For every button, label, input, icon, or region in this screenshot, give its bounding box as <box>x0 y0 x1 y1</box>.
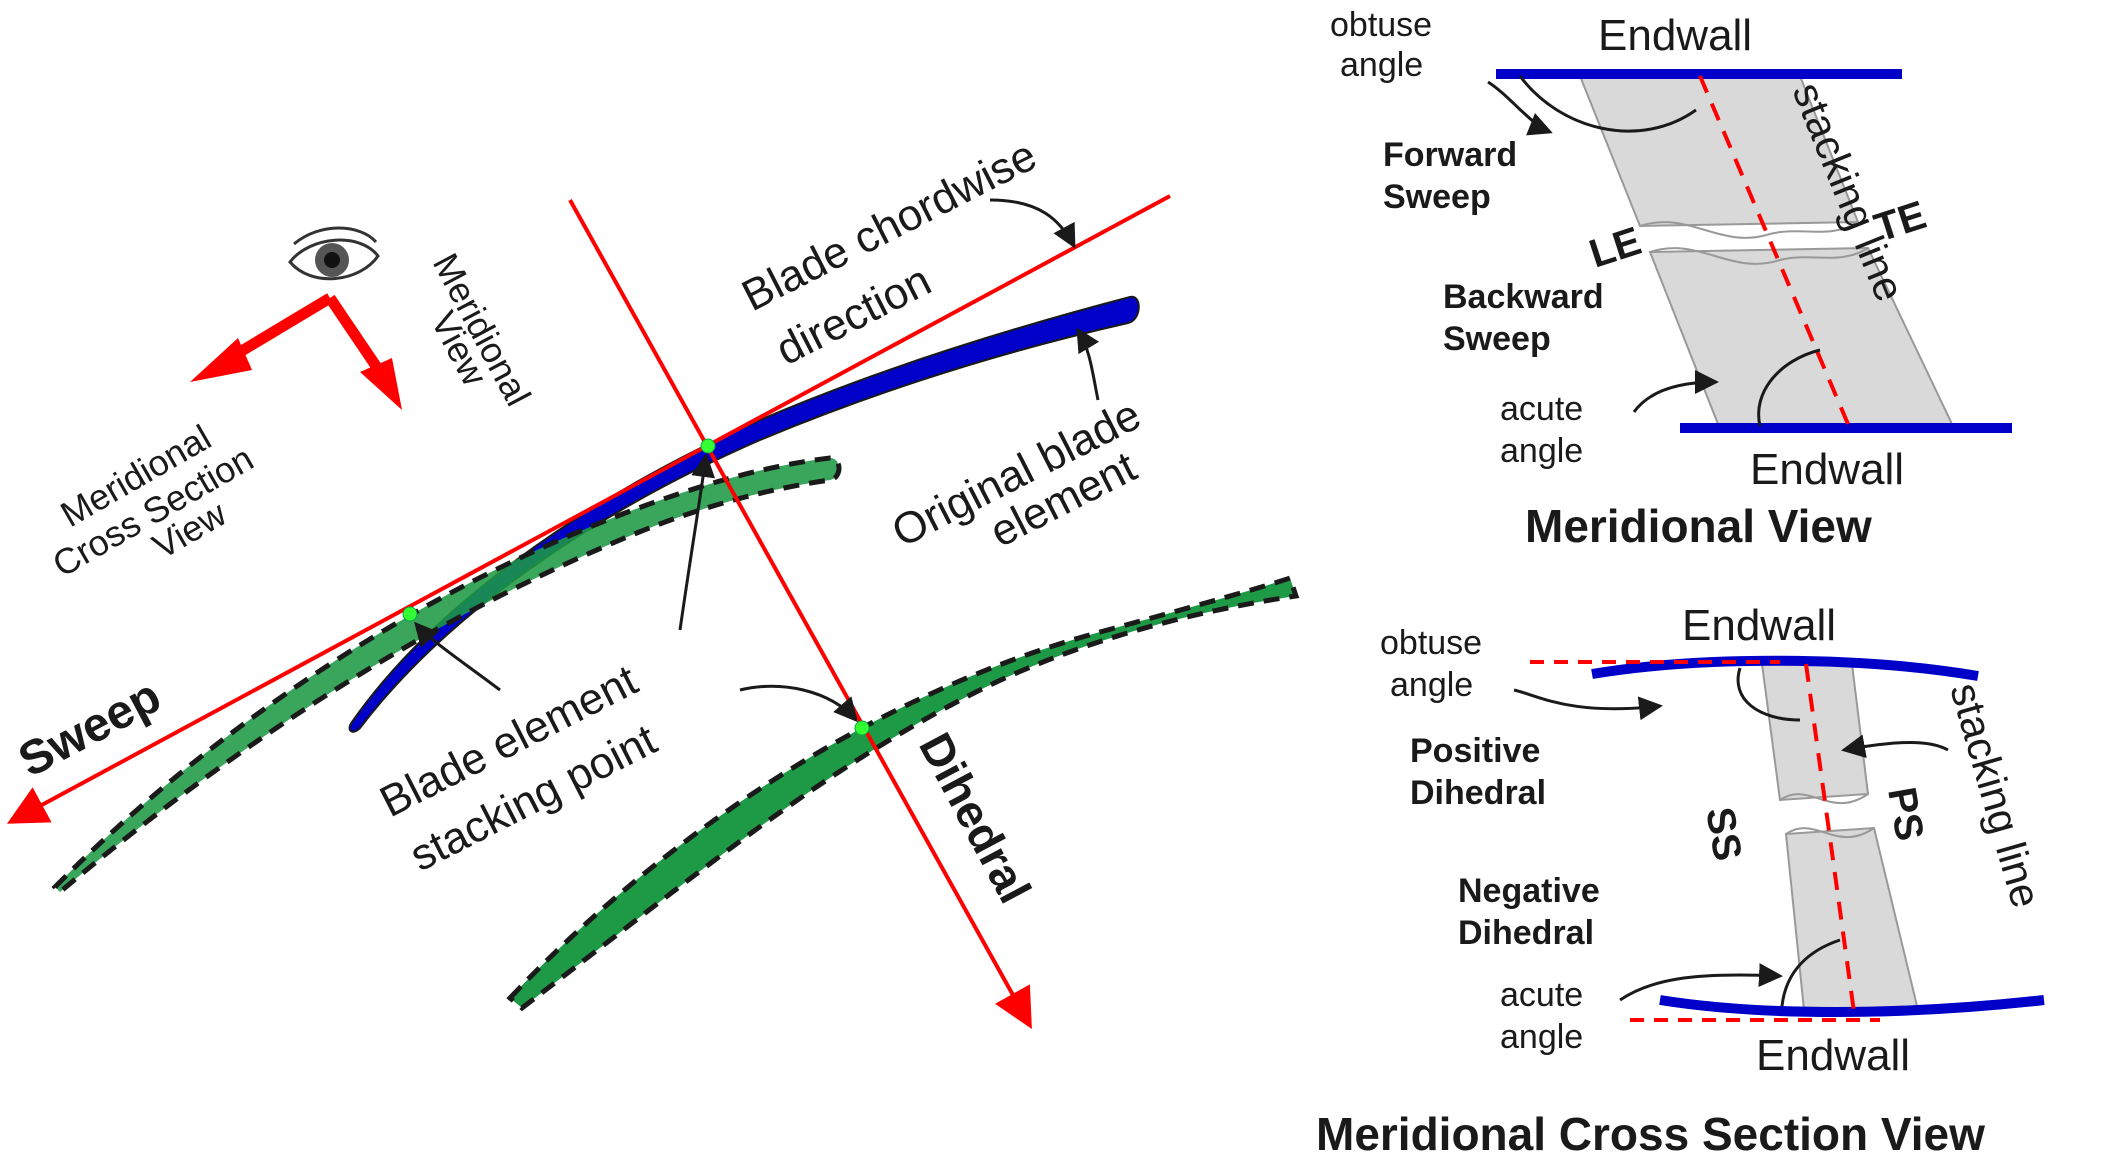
cs-obtuse-arc <box>1736 667 1801 722</box>
cs-pointer-stacking <box>1841 734 1949 759</box>
stacking-point-original <box>700 438 716 454</box>
positive-dihedral-label-1: Positive <box>1410 732 1540 770</box>
stacking-point-sweep <box>402 606 418 622</box>
cs-pointer-acute <box>1619 963 1783 1002</box>
pointer-stacking-3 <box>739 684 858 723</box>
dihedral-label: Dihedral <box>909 724 1041 911</box>
cross-section-view-title: Meridional Cross Section View <box>1316 1108 1985 1160</box>
meridional-view-panel: Endwall Endwall Meridional View obtuse a… <box>1330 6 2012 552</box>
ss-label: SS <box>1697 804 1750 864</box>
forward-sweep-label-1: Forward <box>1383 136 1517 174</box>
positive-dihedral-label-2: Dihedral <box>1410 774 1546 812</box>
cs-endwall-top-line <box>1591 655 1979 681</box>
cs-obtuse-label-2: angle <box>1390 666 1473 704</box>
obtuse-arc <box>1518 75 1697 133</box>
pointer-obtuse <box>1487 80 1553 136</box>
meridional-view-title: Meridional View <box>1525 500 1872 552</box>
pointer-stacking-1 <box>678 453 716 631</box>
eye-icon <box>288 226 380 281</box>
acute-label-2: angle <box>1500 432 1583 470</box>
acute-arc <box>1757 348 1821 427</box>
cs-acute-arc <box>1780 938 1841 1007</box>
pointer-original <box>1076 327 1100 401</box>
cross-section-view-panel: Endwall Endwall Meridional Cross Section… <box>1316 601 2050 1160</box>
left-panel: Sweep Dihedral Blade chordwise direction… <box>6 131 1300 1029</box>
view-direction-arrows <box>190 293 402 410</box>
le-label: LE <box>1584 219 1646 277</box>
pointer-stacking-2 <box>414 621 501 692</box>
cs-stacking-line-label: stacking line <box>1941 678 2050 913</box>
cs-endwall-top-label: Endwall <box>1682 601 1836 650</box>
obtuse-label-2: angle <box>1340 46 1423 84</box>
obtuse-label-1: obtuse <box>1330 6 1432 44</box>
dihedral-line <box>568 199 1032 1029</box>
endwall-top-label: Endwall <box>1598 11 1752 60</box>
chordwise-line <box>6 194 1171 824</box>
cs-acute-label-1: acute <box>1500 976 1583 1014</box>
sweep-label: Sweep <box>10 670 169 788</box>
blade-break-lines <box>1639 221 1869 265</box>
negative-dihedral-label-2: Dihedral <box>1458 914 1594 952</box>
cs-blade-lower-section <box>1784 826 1920 1011</box>
cs-obtuse-label-1: obtuse <box>1380 624 1482 662</box>
stacking-line <box>1698 75 1850 425</box>
cs-endwall-bottom-label: Endwall <box>1756 1031 1910 1080</box>
forward-sweep-label-2: Sweep <box>1383 178 1491 216</box>
stacking-point-dihedral <box>854 720 870 736</box>
cs-acute-label-2: angle <box>1500 1018 1583 1056</box>
endwall-bottom-label: Endwall <box>1750 445 1904 494</box>
cs-blade-break-lines <box>1779 793 1875 839</box>
backward-sweep-label-1: Backward <box>1443 278 1604 316</box>
pointer-acute <box>1632 370 1719 413</box>
ps-label: PS <box>1879 784 1932 844</box>
negative-dihedral-label-1: Negative <box>1458 872 1600 910</box>
dihedral-blade-element <box>506 574 1300 1012</box>
cs-endwall-bottom-line <box>1659 995 2045 1017</box>
cs-pointer-obtuse <box>1513 688 1663 721</box>
pointer-chordwise <box>989 198 1076 249</box>
acute-label-1: acute <box>1500 390 1583 428</box>
swept-blade-element <box>51 455 842 896</box>
backward-sweep-label-2: Sweep <box>1443 320 1551 358</box>
